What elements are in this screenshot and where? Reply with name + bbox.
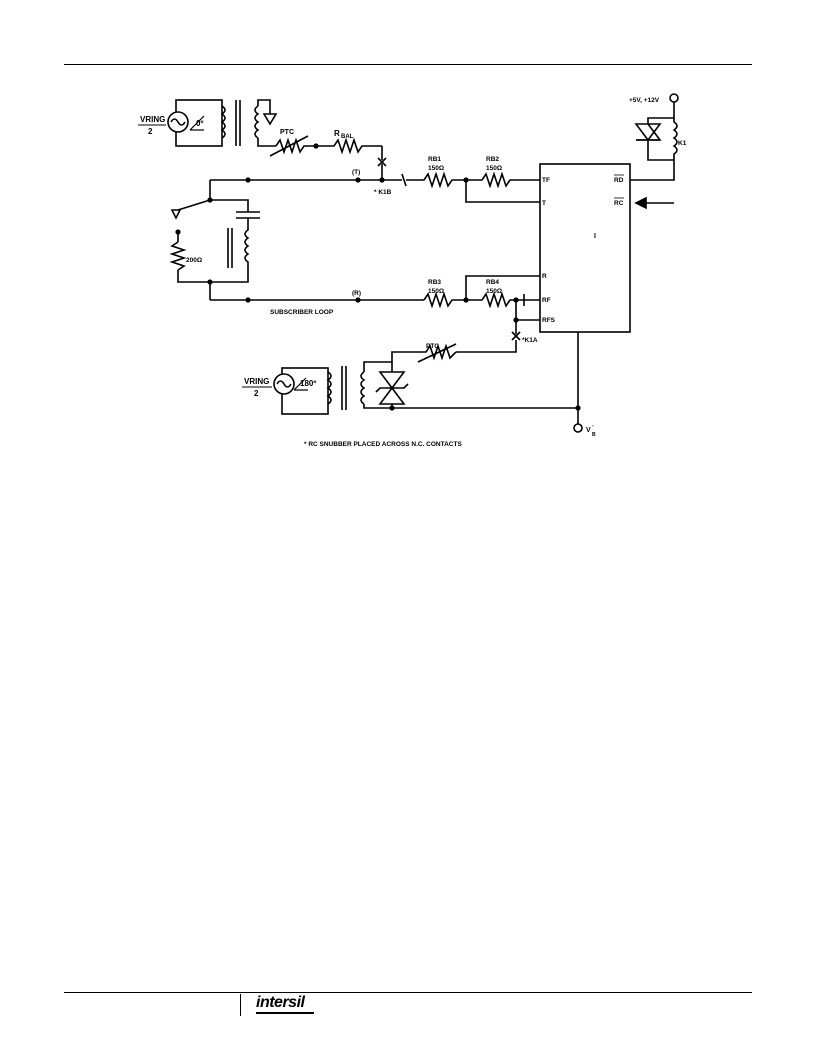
rb3-value: 150Ω	[428, 288, 444, 295]
rb1-value: 150Ω	[428, 165, 444, 172]
ptc-bottom-label: PTC	[426, 343, 439, 350]
relay-diode-top	[634, 123, 662, 142]
pin-r: R	[542, 273, 547, 280]
ring-node-label: (R)	[352, 290, 361, 297]
vring-top-label: VRING	[140, 115, 165, 124]
rbal-resistor	[316, 137, 382, 155]
ic-label: I	[594, 233, 596, 240]
slic-ic-block	[539, 163, 631, 333]
relay-k1-coil	[672, 118, 678, 168]
k1b-label: * K1B	[374, 189, 392, 196]
vb-label: V	[586, 427, 591, 434]
rb2-value: 150Ω	[486, 165, 502, 172]
k1a-label: *K1A	[522, 337, 538, 344]
transformer-bottom-primary	[326, 371, 332, 405]
transformer-top-secondary	[254, 105, 260, 139]
footer-divider	[240, 994, 241, 1016]
ptc-bottom-resistor	[391, 343, 457, 362]
supply-terminal	[669, 93, 679, 103]
ground-symbol-top	[262, 113, 278, 126]
ptc-top-label: PTC	[280, 129, 294, 136]
zener-clamp-bottom	[378, 386, 406, 405]
footnote: * RC SNUBBER PLACED ACROSS N.C. CONTACTS	[304, 441, 462, 448]
rb4-name: RB4	[486, 279, 499, 286]
rb3-resistor	[423, 291, 466, 309]
subscriber-loop-label: SUBSCRIBER LOOP	[270, 309, 334, 316]
pin-tf: TF	[542, 177, 550, 184]
vb-terminal	[573, 423, 583, 433]
vring-top-divisor: 2	[148, 127, 153, 136]
tip-node-label: (T)	[352, 169, 360, 176]
k1b-snubber	[401, 173, 407, 187]
rb1-name: RB1	[428, 156, 441, 163]
intersil-logo: intersil	[256, 994, 305, 1011]
phase-bottom-label: 180º	[300, 379, 316, 388]
transformer-bottom-secondary	[360, 371, 366, 405]
header-rule	[64, 64, 752, 65]
ptc-top-resistor	[275, 137, 316, 155]
junction-dots	[175, 143, 581, 411]
vring-bottom-divisor: 2	[254, 389, 259, 398]
slic-ringing-circuit-diagram: VRING 2 0º PTC R BAL * K1B (T) RB1 150Ω …	[138, 93, 687, 448]
pin-rf: RF	[542, 297, 551, 304]
vb-subscript: B	[592, 432, 596, 438]
logo-underline	[256, 1012, 314, 1014]
pin-rfs: RFS	[542, 317, 556, 324]
rbal-label: BAL	[341, 134, 354, 140]
rb3-name: RB3	[428, 279, 441, 286]
vb-superscript: -	[592, 423, 594, 429]
rb1-resistor	[406, 171, 466, 189]
pin-t: T	[542, 200, 546, 207]
rb4-resistor	[466, 291, 540, 309]
rb4-value: 150Ω	[486, 288, 502, 295]
rb2-name: RB2	[486, 156, 499, 163]
footer-rule	[64, 992, 752, 993]
relay-k1-label: K1	[678, 140, 687, 147]
phase-top-label: 0º	[196, 119, 203, 128]
rb2-resistor	[466, 171, 540, 189]
transformer-top-primary	[220, 105, 226, 139]
pin-rc: RC	[614, 200, 624, 207]
supply-label: +5V, +12V	[629, 97, 660, 104]
pin-rd: RD	[614, 177, 624, 184]
vring-bottom-label: VRING	[244, 377, 269, 386]
loop-200-ohm-resistor	[169, 241, 187, 271]
zener-clamp-top	[378, 371, 406, 390]
r200-label: 200Ω	[186, 257, 202, 264]
rc-input-arrow	[634, 196, 647, 210]
ground-symbol-loop	[170, 209, 182, 220]
rbal-prefix: R	[334, 129, 340, 138]
